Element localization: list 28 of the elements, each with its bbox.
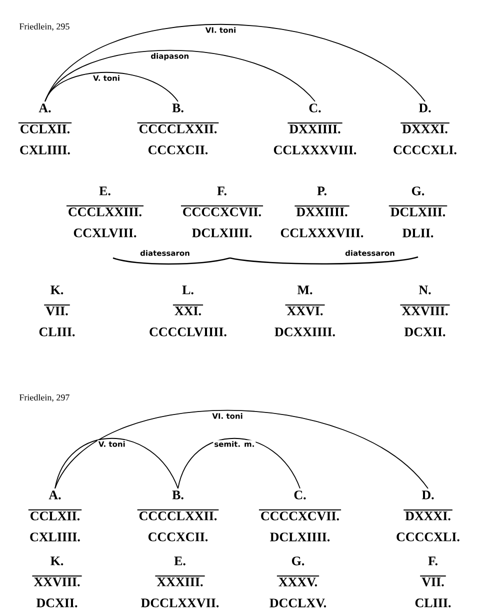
number-column: F. VII. CLIII. [415,556,451,608]
number-column: L. XXI. CCCCLVIIII. [150,286,226,336]
number-column: A. CCLXII. CXLIIII. [28,490,82,542]
number-column: P. DXXIIII. CCLXXXVIII. [280,186,364,238]
number-column: C. CCCCXCVII. DCLXIIII. [258,490,342,542]
arc [54,438,178,489]
number-column: M. XXVI. DCXXIIII. [274,286,335,336]
number-column: E. CCCLXXIII. CCXLVIII. [66,186,144,238]
arc [44,24,426,102]
number-column: G. XXXV. DCCLXV. [270,556,326,608]
number-column: C. DXXIIII. CCLXXXVIII. [274,104,356,154]
source-note: Friedlein, 295 [19,23,70,31]
number-column: B. CCCCLXXII. CCCXCII. [136,490,220,542]
number-column: D. DXXXI. CCCCXLI. [394,104,456,154]
arc [54,410,428,489]
number-column: A. CCLXII. CXLIIII. [18,104,72,154]
arc [44,50,316,102]
number-column: D. DXXXI. CCCCXLI. [396,490,460,542]
arc [44,72,178,102]
number-column: G. DCLXIII. DLII. [388,186,448,238]
number-column: B. CCCCLXXII. CCCXCII. [136,104,220,154]
source-note: Friedlein, 297 [19,394,70,402]
number-column: N. XXVIII. DCXII. [400,286,450,336]
number-column: E. XXXIII. DCCLXXVII. [141,556,219,608]
arc [178,438,300,489]
number-column: K. XXVIII. DCXII. [32,556,82,608]
number-column: F. CCCCXCVII. DCLXIIII. [180,186,264,238]
number-column: K. VII. CLIII. [39,286,75,336]
